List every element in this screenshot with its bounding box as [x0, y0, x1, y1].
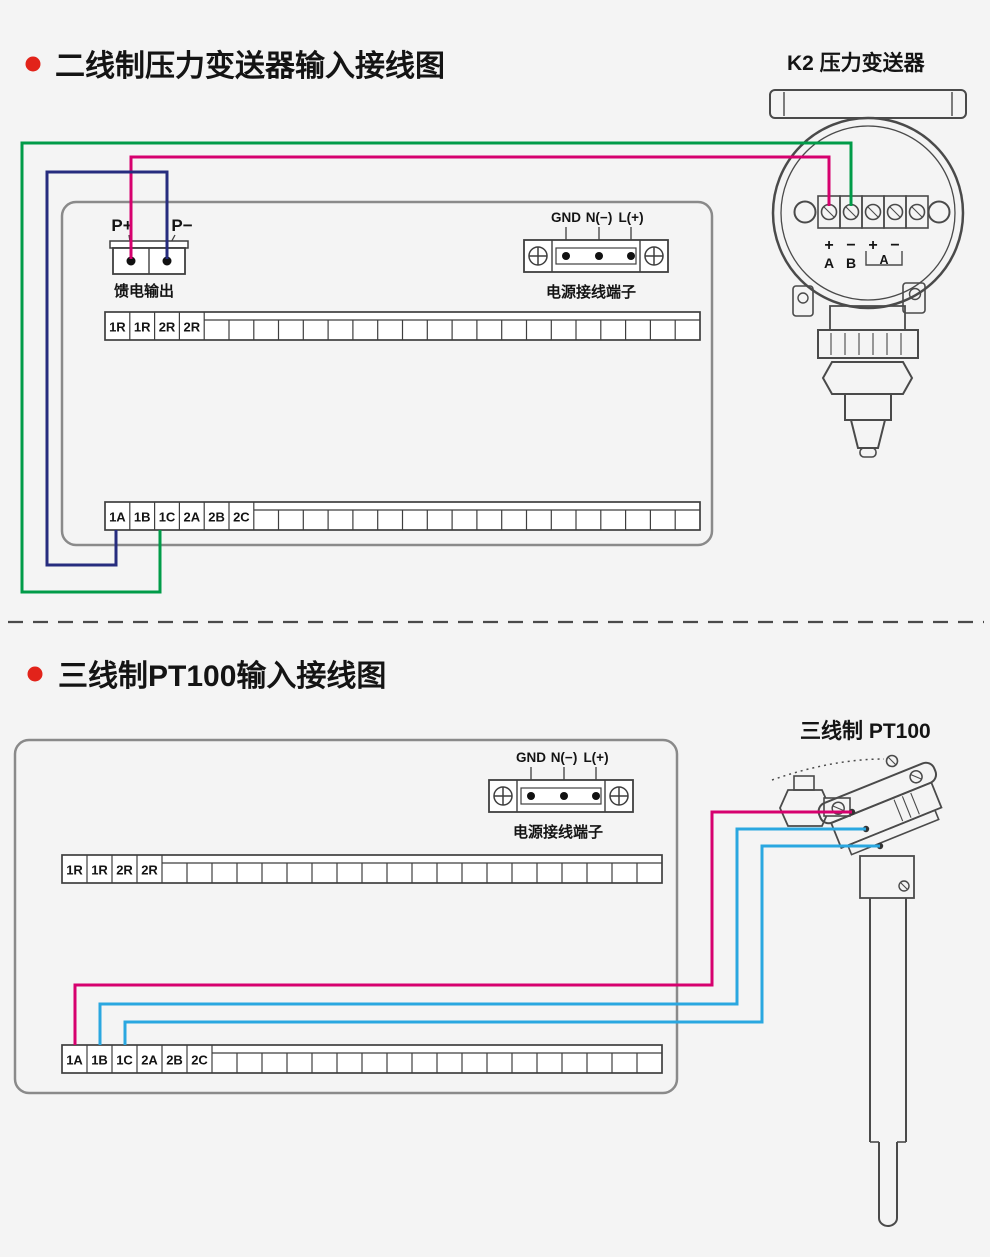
power-terminal-dot [562, 252, 570, 260]
sign-plus-1: + [824, 237, 833, 254]
wire-magenta [73, 810, 852, 1045]
power-terminal-dot [527, 792, 535, 800]
wire-green [20, 141, 853, 594]
power-terminal-dot [627, 252, 635, 260]
letter-a: A [824, 255, 834, 271]
feed-output-caption: 馈电输出 [113, 282, 174, 300]
n-label: N(−) [551, 750, 578, 765]
terminal-strip-relay: 1R 1R 2R 2R [61, 854, 663, 884]
terminal-cell-label: 1A [66, 1053, 83, 1068]
power-terminal-dot [560, 792, 568, 800]
instrument-panel [60, 200, 714, 547]
terminal-cell-label: 2A [183, 510, 200, 525]
terminal-cell-label: 1R [91, 863, 108, 878]
power-terminal-block: GND N(−) L(+) 电源接线端子 [523, 210, 669, 301]
section-three-wire: 三线制PT100输入接线图 三线制 PT100 GND N(−) L(+) 电源… [13, 660, 943, 1227]
ground-screw-icon [493, 786, 629, 806]
feed-terminal-dot [126, 256, 136, 266]
n-label: N(−) [586, 210, 613, 225]
sign-plus-2: + [868, 237, 877, 254]
terminal-cell-label: 2B [208, 510, 225, 525]
pt100-sensor-drawing [771, 754, 943, 1227]
terminal-cell-label: 2B [166, 1053, 183, 1068]
gnd-label: GND [551, 210, 581, 225]
terminal-strip-relay: 1R 1R 2R 2R [104, 311, 701, 341]
section-two-wire: 二线制压力变送器输入接线图 K2 压力变送器 [20, 49, 967, 594]
a-bracket [865, 251, 903, 266]
terminal-cell-label: 2R [116, 863, 133, 878]
gnd-label: GND [516, 750, 546, 765]
l-label: L(+) [618, 210, 643, 225]
terminal-cell-label: 2A [141, 1053, 158, 1068]
terminal-cell-label: 1R [66, 863, 83, 878]
device-label: K2 压力变送器 [787, 51, 926, 75]
terminal-cell-label: 1C [159, 510, 176, 525]
power-terminal-dot [595, 252, 603, 260]
power-terminal-caption: 电源接线端子 [546, 283, 636, 301]
wire-magenta [129, 155, 831, 259]
device-label: 三线制 PT100 [800, 719, 931, 743]
p-plus-label: P+ [111, 216, 132, 235]
p-minus-label: P− [171, 216, 192, 235]
sign-minus-1: − [846, 237, 855, 254]
section-title: 二线制压力变送器输入接线图 [55, 49, 445, 83]
terminal-cell-label: 1B [91, 1053, 108, 1068]
power-terminal-block: GND N(−) L(+) 电源接线端子 [488, 750, 634, 841]
terminal-cell-label: 1R [109, 320, 126, 335]
sign-minus-2: − [890, 237, 899, 254]
bullet-icon [25, 56, 41, 72]
terminal-cell-label: 1A [109, 510, 126, 525]
power-terminal-caption: 电源接线端子 [513, 823, 603, 841]
wire-blue-2 [123, 844, 880, 1045]
terminal-cell-label: 2C [191, 1053, 208, 1068]
terminal-cell-label: 2R [159, 320, 176, 335]
terminal-strip-input: 1A 1B 1C 2A 2B 2C [61, 1044, 663, 1074]
bullet-icon [27, 666, 43, 682]
wire-navy [45, 170, 169, 567]
power-terminal-dot [592, 792, 600, 800]
terminal-cell-label: 1B [134, 510, 151, 525]
instrument-panel [13, 738, 679, 1095]
terminal-strip-input: 1A 1B 1C 2A 2B 2C [104, 501, 701, 531]
l-label: L(+) [583, 750, 608, 765]
terminal-cell-label: 2R [141, 863, 158, 878]
terminal-cell-label: 1C [116, 1053, 133, 1068]
wire-blue-1 [98, 827, 866, 1045]
letter-b: B [846, 255, 856, 271]
terminal-cell-label: 2C [233, 510, 250, 525]
terminal-cell-label: 1R [134, 320, 151, 335]
section-title: 三线制PT100输入接线图 [58, 660, 386, 693]
feed-output-block: P+ P− 馈电输出 [109, 216, 193, 300]
feed-terminal-dot [162, 256, 172, 266]
ground-screw-icon [528, 246, 664, 266]
pressure-transmitter-drawing: + − + − A B A [769, 89, 967, 458]
terminal-cell-label: 2R [183, 320, 200, 335]
bracket-letter-a: A [879, 253, 888, 267]
